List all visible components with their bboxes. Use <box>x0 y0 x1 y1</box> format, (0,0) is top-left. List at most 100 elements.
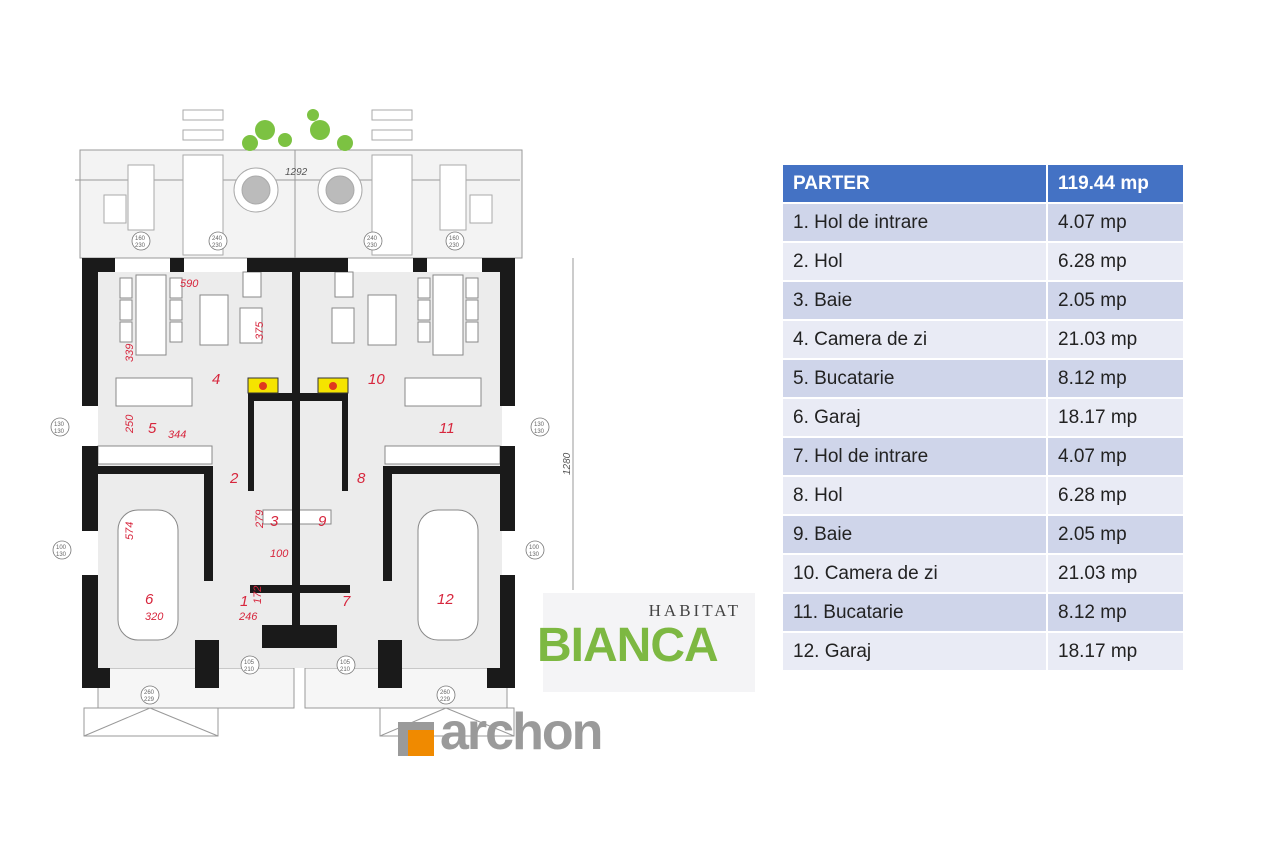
room-name: 8. Hol <box>783 477 1048 516</box>
dimension-label: 246 <box>238 611 258 623</box>
opening-size: 229 <box>144 697 155 703</box>
room-area: 6.28 mp <box>1048 477 1183 516</box>
opening-size: 229 <box>440 697 451 703</box>
floor-plan: 4 10 5 11 2 8 3 9 6 12 1 7 1292 1280 590… <box>50 109 574 737</box>
opening-size: 210 <box>340 667 351 673</box>
dimension-label: 574 <box>124 522 136 540</box>
dimension-label: 344 <box>168 429 186 441</box>
room-name: 6. Garaj <box>783 399 1048 438</box>
room-name: 10. Camera de zi <box>783 555 1048 594</box>
room-label: 10 <box>368 371 385 388</box>
opening-size: 230 <box>449 243 460 249</box>
room-area: 8.12 mp <box>1048 594 1183 633</box>
room-label: 1 <box>240 593 248 610</box>
room-area: 4.07 mp <box>1048 438 1183 477</box>
room-label: 9 <box>318 513 327 530</box>
opening-size: 210 <box>244 667 255 673</box>
opening-size: 100 <box>56 545 67 551</box>
header-value: 119.44 mp <box>1048 165 1183 204</box>
opening-size: 105 <box>244 660 255 666</box>
terrace-decking <box>103 109 493 256</box>
dimension-label: 590 <box>180 278 199 290</box>
overall-width-label: 1292 <box>285 167 308 178</box>
room-name: 3. Baie <box>783 282 1048 321</box>
room-name: 9. Baie <box>783 516 1048 555</box>
room-area: 18.17 mp <box>1048 633 1183 672</box>
room-name: 2. Hol <box>783 243 1048 282</box>
opening-markers <box>50 231 550 705</box>
room-labels: 4 10 5 11 2 8 3 9 6 12 1 7 <box>145 371 455 610</box>
opening-size: 130 <box>534 422 545 428</box>
room-area: 2.05 mp <box>1048 516 1183 555</box>
fireplace-icons <box>247 377 349 394</box>
dimension-labels: 1292 1280 590 375 339 250 344 574 320 24… <box>124 167 573 623</box>
room-name: 4. Camera de zi <box>783 321 1048 360</box>
room-label: 6 <box>145 591 154 608</box>
room-area: 2.05 mp <box>1048 282 1183 321</box>
room-label: 2 <box>229 470 239 487</box>
room-label: 8 <box>357 470 366 487</box>
room-name: 1. Hol de intrare <box>783 204 1048 243</box>
room-area: 21.03 mp <box>1048 555 1183 594</box>
furniture <box>97 271 501 641</box>
dimension-label: 279 <box>254 510 266 529</box>
room-name: 5. Bucatarie <box>783 360 1048 399</box>
opening-size: 130 <box>54 429 65 435</box>
plants <box>242 109 353 151</box>
archon-text: archon <box>440 703 603 761</box>
opening-size: 240 <box>367 236 378 242</box>
opening-size: 130 <box>534 429 545 435</box>
opening-size: 230 <box>367 243 378 249</box>
room-name: 12. Garaj <box>783 633 1048 672</box>
table-header: PARTER 119.44 mp <box>783 165 1183 204</box>
room-label: 5 <box>148 420 157 437</box>
room-area: 18.17 mp <box>1048 399 1183 438</box>
opening-size: 105 <box>340 660 351 666</box>
archon-mark-orange <box>408 730 434 756</box>
opening-size: 230 <box>135 243 146 249</box>
room-name: 11. Bucatarie <box>783 594 1048 633</box>
opening-size: 100 <box>529 545 540 551</box>
logo-habitat-text: HABITAT <box>648 601 741 620</box>
dimension-label: 172 <box>252 586 264 604</box>
dimension-label: 339 <box>124 344 136 362</box>
dimension-label: 320 <box>145 611 164 623</box>
opening-size: 130 <box>54 422 65 428</box>
opening-size: 230 <box>212 243 223 249</box>
room-label: 3 <box>270 513 279 530</box>
room-area: 6.28 mp <box>1048 243 1183 282</box>
opening-size: 160 <box>449 236 460 242</box>
opening-size: 260 <box>440 690 451 696</box>
room-label: 4 <box>212 371 220 388</box>
room-label: 11 <box>439 420 455 437</box>
opening-size: 130 <box>56 552 67 558</box>
room-label: 7 <box>342 593 351 610</box>
dimension-label: 375 <box>254 321 266 340</box>
opening-size: 130 <box>529 552 540 558</box>
opening-size: 260 <box>144 690 155 696</box>
room-area: 21.03 mp <box>1048 321 1183 360</box>
room-area: 4.07 mp <box>1048 204 1183 243</box>
room-label: 12 <box>437 591 454 608</box>
header-label: PARTER <box>783 165 1048 204</box>
dimension-label: 250 <box>124 414 136 434</box>
overall-depth-label: 1280 <box>562 452 573 475</box>
walls <box>82 258 515 688</box>
dimension-label: 100 <box>270 548 289 560</box>
habitat-bianca-logo: HABITAT BIANCA <box>537 593 755 692</box>
